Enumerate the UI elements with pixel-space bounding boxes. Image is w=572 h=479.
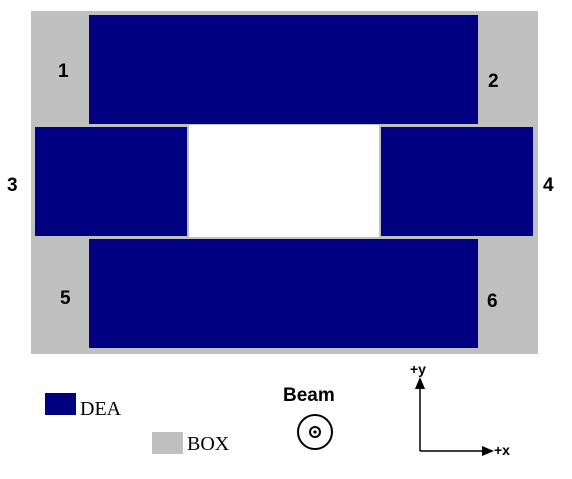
dea-panel-top — [89, 15, 478, 124]
module-label-5: 5 — [60, 288, 71, 309]
module-label-2: 2 — [488, 71, 499, 92]
beam-out-of-page-icon — [297, 414, 333, 450]
dea-panel-right — [381, 127, 533, 236]
module-label-4: 4 — [543, 175, 554, 196]
module-label-3: 3 — [7, 175, 18, 196]
beam-aperture — [189, 125, 379, 237]
box-legend-label: BOX — [187, 433, 230, 455]
module-label-1: 1 — [58, 61, 69, 82]
beam-label: Beam — [283, 385, 335, 406]
box-legend-swatch — [152, 432, 183, 454]
axes-arrows-icon — [415, 377, 494, 456]
x-axis-label: +x — [494, 442, 510, 458]
dea-legend-label: DEA — [80, 398, 122, 420]
y-axis-label: +y — [410, 361, 426, 377]
dea-panel-bottom — [89, 239, 478, 348]
dea-legend-swatch — [45, 393, 76, 415]
dea-panel-left — [35, 127, 187, 236]
module-label-6: 6 — [487, 291, 498, 312]
